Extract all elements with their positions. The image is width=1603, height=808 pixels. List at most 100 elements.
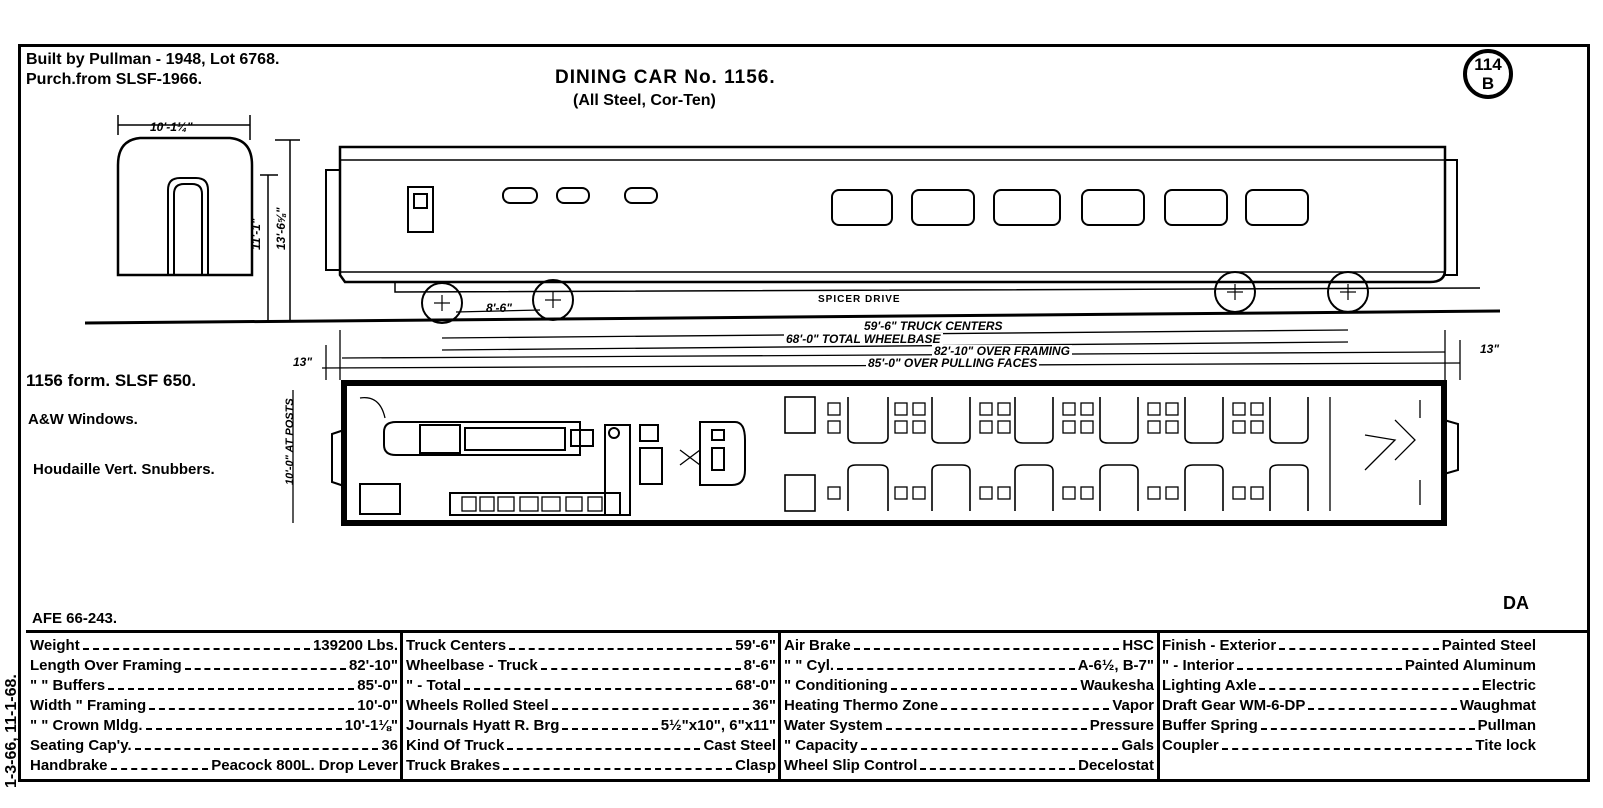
spec-leader [1237,668,1402,670]
spec-leader [503,768,733,770]
spec-label: " " Buffers [30,677,106,694]
spec-label: Length Over Framing [30,657,182,674]
spec-value: Tite lock [1475,737,1536,754]
spec-label: " " Crown Mldg. [30,717,143,734]
spec-label: Weight [30,637,80,654]
rail-height-dim: 11'-1" [249,218,263,250]
spec-value: Pullman [1477,717,1536,734]
spec-row: " Conditioning Waukesha [784,674,1154,694]
spec-row: Weight 139200 Lbs. [30,634,398,654]
spec-divider [1157,630,1160,780]
spec-label: Journals Hyatt R. Brg [406,717,560,734]
spec-label: Truck Brakes [406,757,501,774]
spec-row: " - Interior Painted Aluminum [1162,654,1536,674]
spec-leader [941,708,1110,710]
spec-row: " " Cyl.A-6½, B-7" [784,654,1154,674]
spec-table [26,630,1588,780]
spec-row: " " Crown Mldg.10'-1⅛" [30,714,398,734]
spec-leader [509,648,733,650]
car-drawing [84,115,1501,526]
spec-leader [890,688,1078,690]
spec-value: 82'-10" [348,657,398,674]
spec-leader [860,748,1119,750]
badge-number: 114 [1474,55,1502,74]
spec-divider [400,630,403,780]
spec-value: Painted Steel [1441,637,1536,654]
spec-row: Lighting Axle Electric [1162,674,1536,694]
spec-row: Wheel Slip Control Decelostat [784,754,1154,774]
spec-value: HSC [1122,637,1154,654]
spec-leader [853,648,1120,650]
spec-value: 139200 Lbs. [312,637,398,654]
spec-value: Gals [1121,737,1154,754]
spec-label: " Conditioning [784,677,888,694]
spec-leader [1221,748,1473,750]
spec-leader [885,728,1087,730]
class-code: DA [1503,593,1529,613]
spec-value: 5½"x10", 6"x11" [660,717,776,734]
spec-row: " Capacity Gals [784,734,1154,754]
drive-note: SPICER DRIVE [818,294,901,305]
spec-value: Painted Aluminum [1404,657,1536,674]
spec-label: Buffer Spring [1162,717,1258,734]
spec-label: Truck Centers [406,637,507,654]
spec-leader [149,708,355,710]
spec-label: " Capacity [784,737,858,754]
spec-leader [540,668,741,670]
spec-row: Wheels Rolled Steel 36" [406,694,776,714]
spec-label: Heating Thermo Zone [784,697,939,714]
spec-label: Draft Gear WM-6-DP [1162,697,1306,714]
spec-leader [562,728,658,730]
spec-label: Finish - Exterior [1162,637,1277,654]
spec-column-dimensions: Weight 139200 Lbs. Length Over Framing 82'-… [30,630,398,780]
spec-label: " - Total [406,677,462,694]
spec-label: Wheels Rolled Steel [406,697,549,714]
end-view [116,115,254,277]
spec-row: Heating Thermo Zone Vapor [784,694,1154,714]
windows-note: A&W Windows. [28,411,138,428]
spec-label: Width " Framing [30,697,147,714]
spec-value: 36" [752,697,776,714]
spec-value: Decelostat [1078,757,1154,774]
badge-letter: B [1481,74,1495,93]
spec-leader [507,748,701,750]
left-end-dim: 13" [293,355,313,369]
spec-value: 8'-6" [743,657,776,674]
spec-label: Seating Cap'y. [30,737,132,754]
spec-leader [920,768,1076,770]
spec-value: Pressure [1089,717,1154,734]
spec-row: Seating Cap'y.36 [30,734,398,754]
spec-leader [551,708,750,710]
spec-leader [145,728,342,730]
spec-leader [1259,688,1479,690]
spec-leader [108,688,355,690]
former-number-note: 1156 form. SLSF 650. [26,371,197,390]
spec-value: Peacock 800L. Drop Lever [211,757,398,774]
spec-row: Journals Hyatt R. Brg 5½"x10", 6"x11" [406,714,776,734]
spec-value: Electric [1481,677,1536,694]
end-width-dim: 10'-1¼" [150,120,193,134]
truck-centers-dim: 59'-6" TRUCK CENTERS [862,319,1005,333]
spec-label: " - Interior [1162,657,1235,674]
spec-label: Lighting Axle [1162,677,1257,694]
spec-value: Waukesha [1080,677,1154,694]
afe-note: AFE 66-243. [32,610,118,627]
page-title: DINING CAR No. 1156. [555,67,776,88]
spec-value: Vapor [1112,697,1154,714]
spec-label: Wheel Slip Control [784,757,918,774]
spec-leader [134,748,379,750]
page-subtitle: (All Steel, Cor-Ten) [573,92,716,109]
spec-leader [184,668,346,670]
built-note: Built by Pullman - 1948, Lot 6768. [26,51,280,68]
spec-row: Coupler Tite lock [1162,734,1536,754]
spec-leader [82,648,310,650]
floor-plan [292,380,1459,526]
spec-label: Coupler [1162,737,1219,754]
